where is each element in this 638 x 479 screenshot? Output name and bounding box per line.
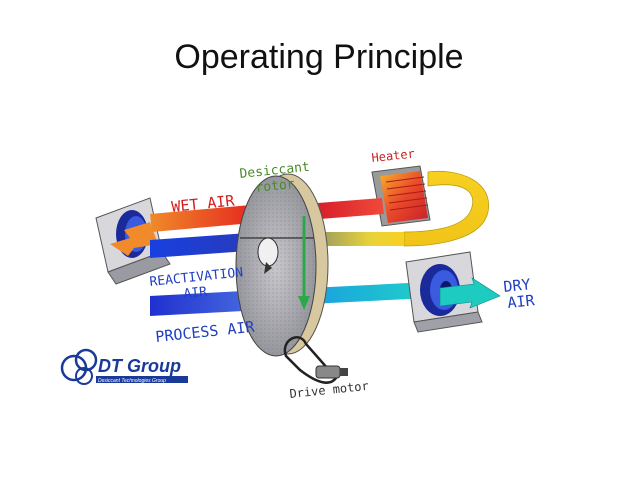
- dry-air-stream: [310, 282, 428, 304]
- dry-air-arrow: [439, 277, 501, 309]
- process-air-stream: [150, 290, 262, 316]
- warm-air-stream: [318, 232, 404, 246]
- label-dry-air-line1: DRY: [503, 275, 532, 296]
- label-dry-air-line2: AIR: [507, 291, 537, 312]
- reactivation-air-stream: [150, 232, 262, 258]
- label-reactivation-air-line2: AIR: [183, 285, 208, 302]
- drive-motor: [315, 365, 348, 379]
- wet-air-arrow: [110, 222, 158, 256]
- hot-air-stream: [318, 198, 384, 219]
- label-desiccant-rotor-line2: rotor: [255, 177, 296, 196]
- desiccant-rotor: [235, 173, 338, 384]
- heater: [371, 165, 431, 227]
- dt-group-logo: DT Group Desiccant Technologies Group: [60, 348, 188, 385]
- wet-air-stream: [150, 204, 264, 232]
- label-process-air: PROCESS AIR: [155, 318, 257, 346]
- label-desiccant-rotor-line1: Desiccant: [239, 160, 311, 182]
- logo-tagline: Desiccant Technologies Group: [98, 378, 166, 384]
- label-drive-motor: Drive motor: [289, 379, 370, 401]
- reactivation-loop-duct: [403, 170, 490, 247]
- label-heater: Heater: [371, 147, 416, 165]
- slide-title: Operating Principle: [174, 38, 464, 76]
- logo-name: DT Group: [98, 356, 181, 376]
